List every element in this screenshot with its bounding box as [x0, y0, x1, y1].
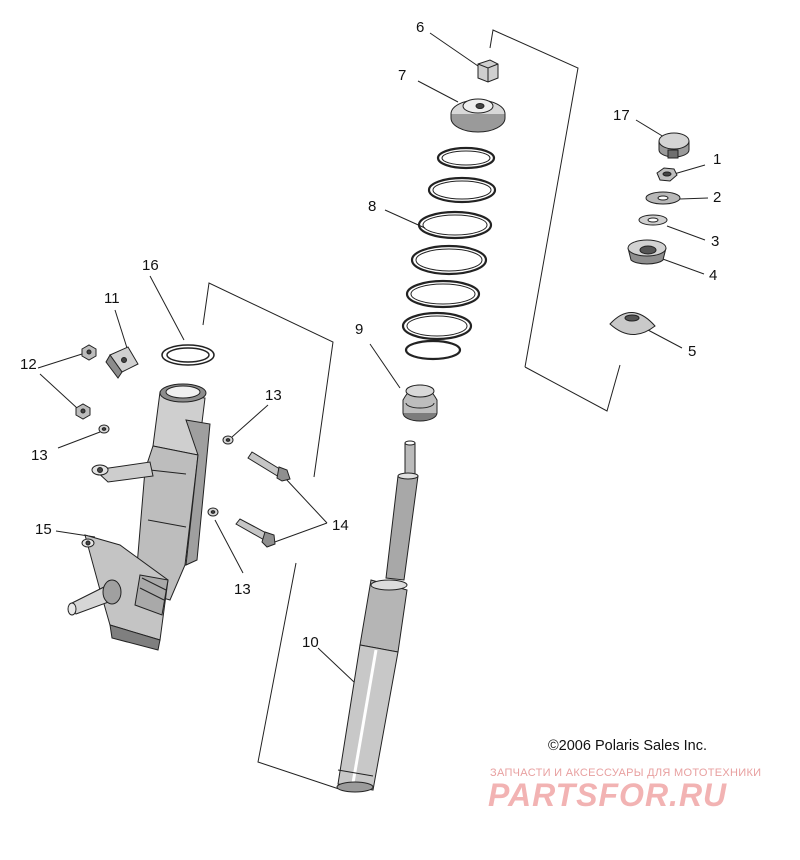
callout-12: 12 — [20, 356, 37, 373]
bump-stop-part-9 — [402, 384, 438, 422]
coil-spring-part-8 — [401, 146, 497, 361]
coil-spring-inner-shading — [406, 150, 492, 337]
callout-13-left: 13 — [31, 447, 48, 464]
clip-part-11 — [105, 346, 139, 379]
copyright-notice: ©2006 Polaris Sales Inc. — [548, 738, 707, 754]
callout-5: 5 — [688, 343, 696, 360]
callout-14: 14 — [332, 517, 349, 534]
callout-11: 11 — [104, 290, 120, 307]
shock-absorber-part-10 — [336, 440, 419, 793]
nut-part-12-lower — [75, 403, 91, 420]
callout-9: 9 — [355, 321, 363, 338]
callout-4: 4 — [709, 267, 717, 284]
watermark-tagline: ЗАПЧАСТИ И АКСЕССУАРЫ ДЛЯ МОТОТЕХНИКИ — [490, 767, 762, 779]
group-bracket-top-right — [489, 29, 621, 412]
washer-part-13-lower — [207, 507, 219, 517]
washer-part-13-left — [98, 424, 110, 434]
washer-part-3 — [638, 214, 668, 226]
bolt-part-14-lower — [235, 518, 276, 548]
callout-10: 10 — [302, 634, 319, 651]
upper-spring-seat-part-7 — [450, 98, 506, 133]
bushing-part-5 — [609, 312, 656, 335]
callout-13-upper: 13 — [265, 387, 282, 404]
callout-15: 15 — [35, 521, 52, 538]
callout-17: 17 — [613, 107, 630, 124]
washer-part-2 — [645, 191, 681, 205]
nut-part-12-upper — [81, 344, 97, 361]
callout-7: 7 — [398, 67, 406, 84]
callout-8: 8 — [368, 198, 376, 215]
callout-2: 2 — [713, 189, 721, 206]
top-cap-part-17 — [658, 132, 690, 159]
callout-6: 6 — [416, 19, 424, 36]
group-bracket-strut — [202, 282, 340, 790]
callout-16: 16 — [142, 257, 159, 274]
o-ring-part-16 — [161, 344, 215, 366]
bolt-part-14-upper — [247, 451, 291, 482]
watermark-logo: PARTSFOR.RU — [488, 777, 728, 813]
top-nut-part-6 — [477, 59, 499, 83]
callout-labels: 1 2 3 4 5 6 7 8 9 10 11 12 13 13 13 14 1… — [20, 19, 721, 651]
strut-housing-part-15 — [67, 383, 211, 651]
cup-washer-part-4 — [627, 239, 667, 265]
callout-1: 1 — [713, 151, 721, 168]
callout-13-lower: 13 — [234, 581, 251, 598]
callout-3: 3 — [711, 233, 719, 250]
washer-part-13-upper — [222, 435, 234, 445]
nut-part-1 — [656, 167, 678, 182]
